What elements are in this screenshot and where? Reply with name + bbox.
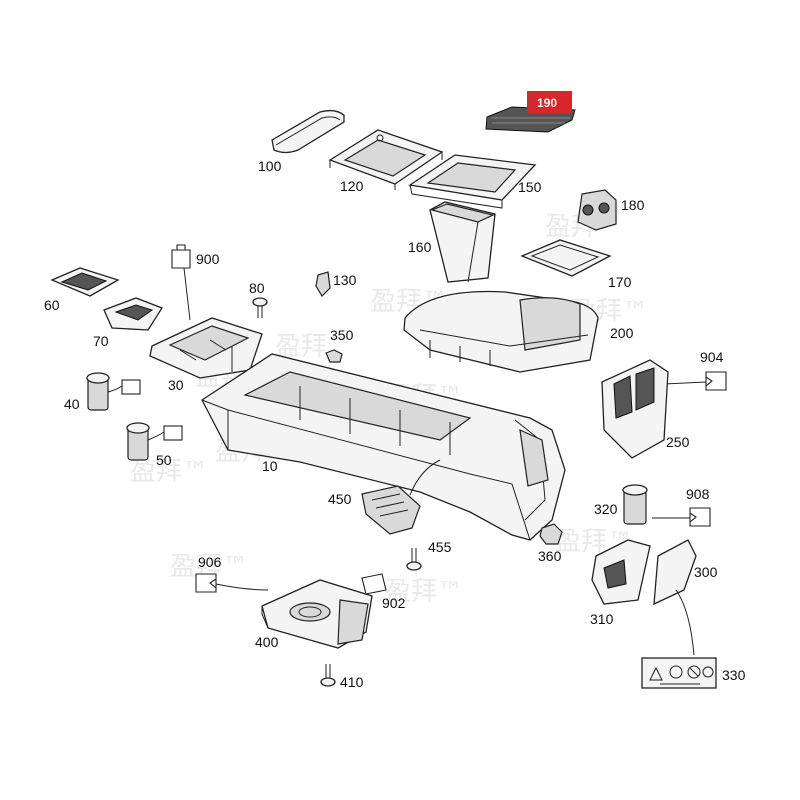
part-130-clip[interactable] — [315, 271, 331, 297]
callout-250: 250 — [666, 434, 690, 450]
part-410-screw[interactable] — [320, 664, 336, 687]
callout-80: 80 — [249, 280, 265, 296]
part-455-screw[interactable] — [406, 548, 422, 571]
part-300-cover-panel[interactable] — [653, 539, 697, 606]
callout-30: 30 — [168, 377, 184, 393]
callout-60: 60 — [44, 297, 60, 313]
callout-450: 450 — [328, 491, 352, 507]
part-200-armrest[interactable] — [403, 290, 599, 373]
part-10-console-body[interactable] — [201, 353, 566, 541]
part-50-switch[interactable] — [126, 422, 183, 461]
part-904-connector[interactable] — [705, 371, 727, 391]
watermark: 盈拜™ — [385, 577, 463, 607]
part-100-lid[interactable] — [271, 109, 345, 154]
callout-50: 50 — [156, 452, 172, 468]
leader-906 — [215, 583, 269, 591]
callout-330: 330 — [722, 667, 746, 683]
watermark: 盈拜™ — [130, 457, 208, 487]
callout-190: 190 — [537, 96, 557, 110]
callout-180: 180 — [621, 197, 645, 213]
callout-908: 908 — [686, 486, 710, 502]
part-360-nut[interactable] — [539, 523, 563, 545]
part-310-insert[interactable] — [591, 539, 651, 605]
part-30-bracket[interactable] — [149, 317, 263, 379]
part-350-nut[interactable] — [325, 349, 343, 363]
callout-130: 130 — [333, 272, 357, 288]
callout-120: 120 — [340, 178, 364, 194]
callout-70: 70 — [93, 333, 109, 349]
callout-902: 902 — [382, 595, 406, 611]
part-190-mat[interactable] — [485, 106, 576, 133]
part-80-screw[interactable] — [252, 297, 268, 318]
part-150-tray-frame[interactable] — [408, 154, 537, 209]
part-250-vent-panel[interactable] — [601, 359, 669, 459]
leader-904 — [663, 381, 707, 385]
callout-310: 310 — [590, 611, 614, 627]
part-902-connector[interactable] — [361, 573, 387, 595]
part-180-switch[interactable] — [577, 189, 617, 231]
callout-904: 904 — [700, 349, 724, 365]
part-160-storage-insert[interactable] — [429, 201, 496, 283]
part-70-ashtray[interactable] — [103, 297, 163, 331]
part-908-connector[interactable] — [689, 507, 711, 527]
callout-360: 360 — [538, 548, 562, 564]
part-40-switch[interactable] — [86, 372, 141, 411]
callout-455: 455 — [428, 539, 452, 555]
callout-170: 170 — [608, 274, 632, 290]
callout-160: 160 — [408, 239, 432, 255]
part-900-connector[interactable] — [171, 244, 191, 269]
part-400-cupholder[interactable] — [261, 579, 373, 649]
callout-320: 320 — [594, 501, 618, 517]
callout-200: 200 — [610, 325, 634, 341]
part-330-warning-label[interactable] — [641, 657, 717, 689]
leader-900 — [183, 267, 191, 321]
callout-900: 900 — [196, 251, 220, 267]
callout-350: 350 — [330, 327, 354, 343]
part-906-connector[interactable] — [195, 573, 217, 593]
callout-100: 100 — [258, 158, 282, 174]
part-450-bracket[interactable] — [361, 485, 421, 535]
part-170-liner[interactable] — [520, 239, 612, 277]
part-320-switch[interactable] — [622, 484, 648, 525]
callout-906: 906 — [198, 554, 222, 570]
callout-410: 410 — [340, 674, 364, 690]
callout-400: 400 — [255, 634, 279, 650]
callout-300: 300 — [694, 564, 718, 580]
part-60-tray[interactable] — [50, 267, 120, 297]
callout-190-badge: 190 — [527, 91, 572, 113]
leader-300 — [675, 589, 695, 656]
callout-150: 150 — [518, 179, 542, 195]
callout-10: 10 — [262, 458, 278, 474]
part-120-frame[interactable] — [328, 129, 444, 190]
callout-40: 40 — [64, 396, 80, 412]
